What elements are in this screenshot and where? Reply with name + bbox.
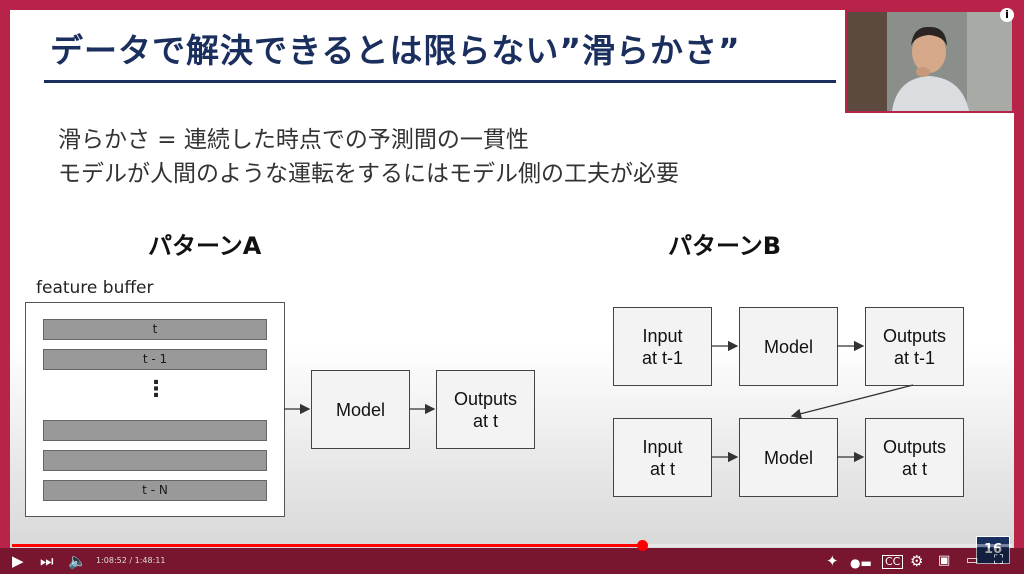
title-underline [44,80,836,83]
time-display: 1:08:52 / 1:48:11 [96,556,166,565]
slide-title: データで解決できるとは限らない”滑らかさ” [50,31,741,70]
feature-buffer-label: feature buffer [36,278,154,298]
play-icon[interactable]: ▶ [12,552,24,570]
input-prev-label: Input at t-1 [641,325,684,368]
pattern-a-model-label: Model [335,399,386,420]
buffer-slot-t: t [43,319,267,340]
autoplay-toggle-icon[interactable]: ●▬ [850,556,872,570]
miniplayer-icon[interactable]: ▣ [938,553,951,568]
outputs-prev-label: Outputs at t-1 [882,325,947,368]
buffer-slot-blank-1 [43,420,267,441]
info-icon[interactable]: i [1000,8,1014,22]
input-cur-label: Input at t [642,436,683,479]
progress-bar[interactable] [12,540,1012,551]
outputs-cur-box: Outputs at t [865,418,964,497]
outputs-cur-label: Outputs at t [882,436,947,479]
sparkle-icon[interactable]: ✦ [826,552,839,570]
buffer-slot-blank-2 [43,450,267,471]
settings-icon[interactable]: ⚙ [910,552,924,570]
slide-page-number: 16 [976,536,1010,564]
outputs-prev-box: Outputs at t-1 [865,307,964,386]
feature-buffer: t t - 1 ⋮ t - N [25,302,285,517]
buffer-slot-t-n: t - N [43,480,267,501]
captions-icon[interactable]: CC [882,555,904,569]
progress-fill [12,544,642,547]
buffer-slot-t-1: t - 1 [43,349,267,370]
ellipsis-dots: ⋮ [145,377,167,402]
input-prev-box: Input at t-1 [613,307,712,386]
volume-icon[interactable]: 🔈 [68,552,87,570]
model-cur-box: Model [739,418,838,497]
scrubber-handle[interactable] [637,540,648,551]
model-cur-label: Model [763,447,814,468]
player-controls-bar [0,548,1024,574]
theater-icon[interactable]: ▭ [966,553,979,568]
pattern-a-model-box: Model [311,370,410,449]
slide-text-line-2: モデルが人間のような運転をするにはモデル側の工夫が必要 [58,161,679,187]
pattern-a-label: パターンA [148,232,262,260]
speaker-camera [845,10,1014,113]
speaker-video [847,12,1012,111]
model-prev-label: Model [763,336,814,357]
next-icon[interactable]: ⏭ [40,552,54,570]
diagram-arrows [284,340,914,463]
pattern-a-outputs-box: Outputs at t [436,370,535,449]
fullscreen-icon[interactable]: ⛶ [994,553,1004,568]
pattern-b-label: パターンB [668,232,782,260]
slide-text-line-1: 滑らかさ = 連続した時点での予測間の一貫性 [58,127,529,153]
arrow-outputs-prev-to-model-cur [790,384,914,419]
pattern-a-outputs-label: Outputs at t [453,388,518,431]
input-cur-box: Input at t [613,418,712,497]
